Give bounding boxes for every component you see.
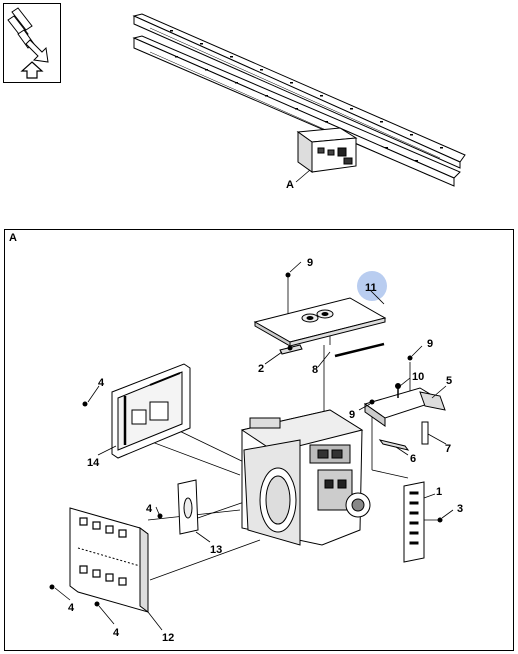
callout-13: 13 xyxy=(210,544,222,556)
part-2-bracket xyxy=(279,344,303,355)
callout-12: 12 xyxy=(162,632,174,644)
callout-5: 5 xyxy=(446,375,452,387)
callout-6: 6 xyxy=(410,453,416,465)
part-10-screw xyxy=(395,383,401,398)
main-housing xyxy=(240,409,371,546)
detail-view-frame xyxy=(4,229,514,651)
callout-9a: 9 xyxy=(307,257,313,269)
part-13-plate xyxy=(177,479,199,535)
part-12-front-panel xyxy=(69,507,149,613)
callout-11-highlight xyxy=(357,271,387,301)
callout-2: 2 xyxy=(258,363,264,375)
callout-11: 11 xyxy=(365,282,377,294)
callout-4a: 4 xyxy=(98,377,105,389)
callout-10: 10 xyxy=(412,371,424,383)
part-1-bar xyxy=(403,481,425,563)
up-arrow-icon xyxy=(20,61,44,79)
callout-1: 1 xyxy=(436,486,442,498)
part-6-clip xyxy=(378,439,410,451)
lower-rail xyxy=(132,35,461,187)
callout-3: 3 xyxy=(457,503,463,515)
part-7-pin xyxy=(421,421,429,445)
orientation-arrows-icon xyxy=(7,7,49,79)
callout-9b: 9 xyxy=(427,338,433,350)
part-14-left-panel xyxy=(111,363,191,459)
detail-frame-label: A xyxy=(9,232,17,244)
callout-8: 8 xyxy=(312,364,318,376)
callout-7: 7 xyxy=(445,443,451,455)
callout-4c: 4 xyxy=(68,602,75,614)
callout-4b: 4 xyxy=(146,503,153,515)
callout-14: 14 xyxy=(87,457,100,469)
callout-4d: 4 xyxy=(113,627,120,639)
overview-drawing: A xyxy=(132,13,466,191)
callout-9c: 9 xyxy=(349,409,355,421)
part-8-rod xyxy=(334,342,385,358)
fastener-dots xyxy=(49,272,443,607)
part-5-bracket xyxy=(363,387,446,427)
mounted-unit xyxy=(296,127,358,173)
overview-callout-a: A xyxy=(286,179,294,191)
part-11-top-cover xyxy=(253,297,387,347)
upper-rail xyxy=(132,13,466,169)
orientation-indicator xyxy=(3,3,61,83)
